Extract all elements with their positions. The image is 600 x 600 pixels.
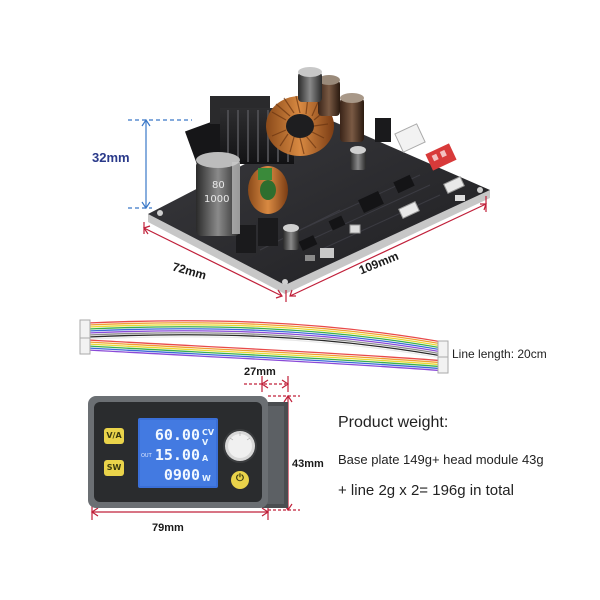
module-width-label: 79mm xyxy=(152,522,184,534)
lcd-voltage-unit: V xyxy=(202,438,209,447)
ribbon-cable xyxy=(87,320,449,372)
lcd-power-unit: W xyxy=(202,474,211,483)
lcd-power: 0900 xyxy=(163,466,200,484)
sw-button[interactable]: SW xyxy=(106,463,122,472)
product-weight-title: Product weight: xyxy=(338,414,449,431)
module-depth-label: 27mm xyxy=(244,366,276,378)
capacitor-marking-1: 80 xyxy=(212,180,225,191)
cable-length-label: Line length: 20cm xyxy=(450,347,549,361)
pcb-board xyxy=(148,120,490,285)
control-module xyxy=(88,396,288,508)
capacitor-marking-2: 1000 xyxy=(204,194,229,205)
adjust-knob[interactable] xyxy=(223,429,257,463)
lcd-out-indicator: OUT xyxy=(141,453,152,459)
product-weight-total: + line 2g x 2= 196g in total xyxy=(338,482,514,499)
lcd-cv-label: CV xyxy=(202,428,215,437)
power-button[interactable]: ⏻ xyxy=(236,473,244,484)
va-button[interactable]: V/A xyxy=(106,431,122,440)
module-height-label: 43mm xyxy=(292,458,324,470)
lcd-current: 15.00 xyxy=(154,446,200,464)
height-dimension-label: 32mm xyxy=(92,150,130,165)
lcd-voltage: 60.00 xyxy=(154,426,200,444)
product-weight-detail: Base plate 149g+ head module 43g xyxy=(338,452,544,467)
lcd-current-unit: A xyxy=(202,454,209,463)
